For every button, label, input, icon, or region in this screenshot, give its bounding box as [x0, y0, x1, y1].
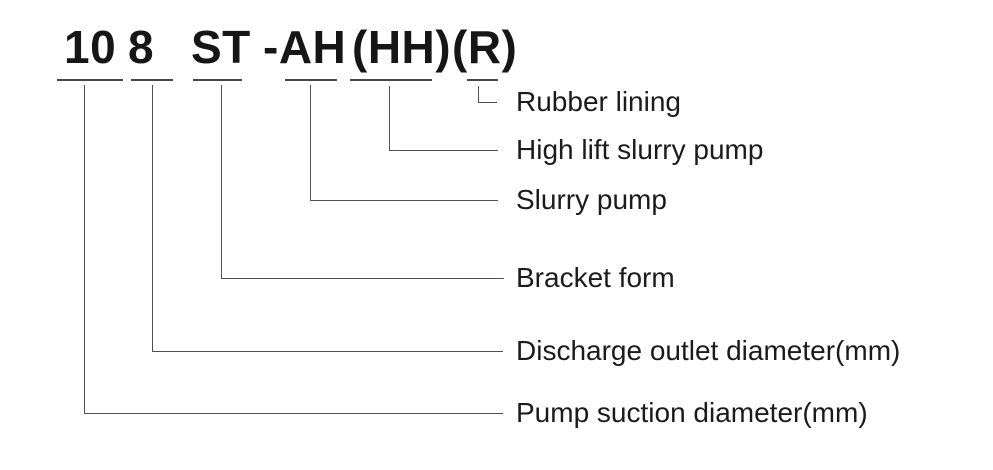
connector-line-high-lift: [389, 86, 498, 151]
underline-bracket-form: [193, 79, 242, 81]
label-bracket-form: Bracket form: [516, 262, 675, 293]
code-segment-slurry-pump: -AH: [263, 21, 347, 73]
code-segment-bracket-form: ST: [191, 21, 251, 73]
underline-suction-diameter: [57, 79, 123, 81]
underline-rubber-lining: [467, 79, 498, 81]
underline-high-lift: [350, 79, 432, 81]
label-high-lift-slurry-pump: High lift slurry pump: [516, 134, 764, 165]
code-segment-discharge-diameter: 8: [128, 21, 155, 73]
connector-line-discharge-diameter: [152, 85, 503, 352]
underline-discharge-diameter: [131, 79, 173, 81]
underline-slurry-pump: [285, 79, 337, 81]
code-segment-suction-diameter: 10: [64, 21, 117, 73]
connector-line-rubber-lining: [478, 86, 497, 103]
label-slurry-pump: Slurry pump: [516, 184, 667, 215]
label-pump-suction-diameter: Pump suction diameter(mm): [516, 397, 868, 428]
connector-line-slurry-pump: [310, 85, 498, 201]
label-rubber-lining: Rubber lining: [516, 86, 681, 117]
code-segment-high-lift: (HH): [352, 21, 452, 73]
label-discharge-outlet-diameter: Discharge outlet diameter(mm): [516, 335, 901, 366]
code-segment-rubber-lining: (R): [452, 21, 518, 73]
connector-line-suction-diameter: [84, 85, 503, 414]
connector-line-bracket-form: [221, 85, 504, 279]
